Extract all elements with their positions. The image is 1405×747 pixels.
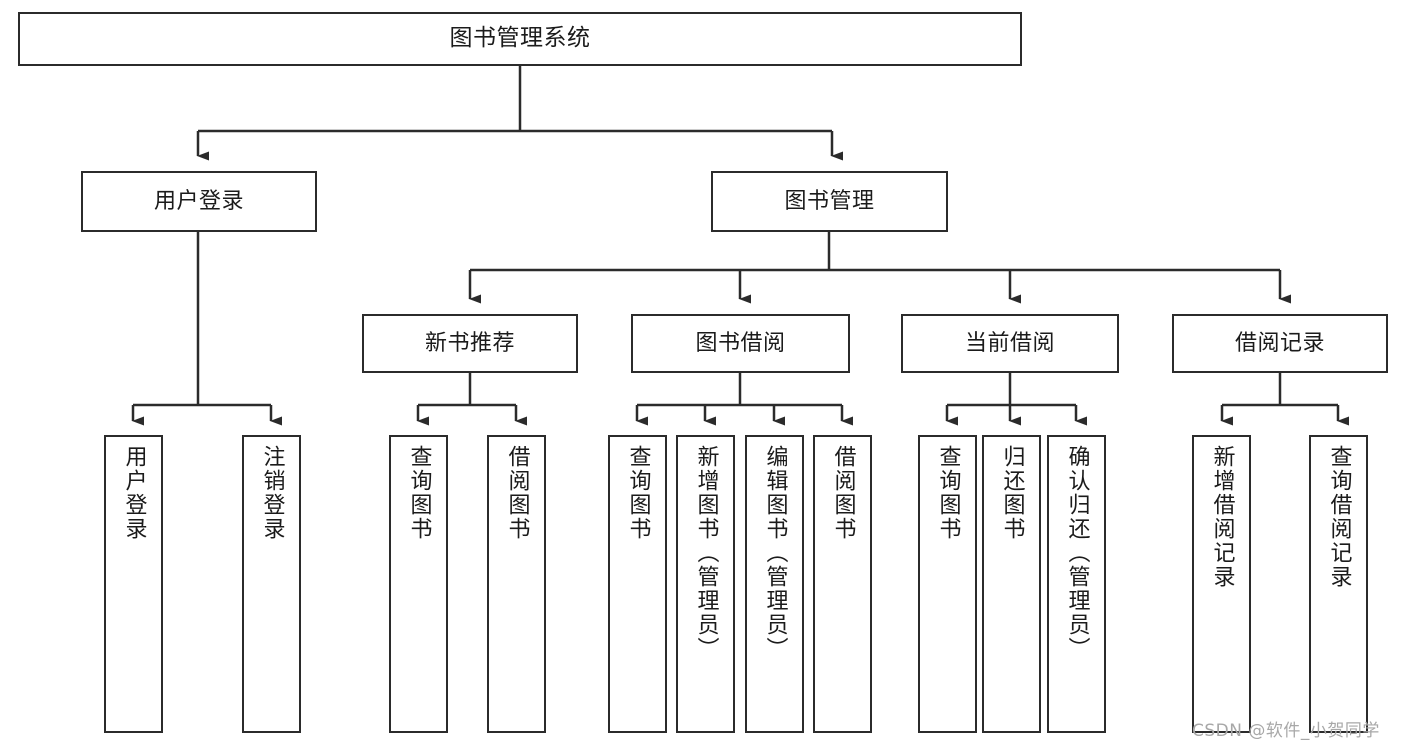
node-label: 新书推荐 <box>424 330 515 356</box>
node-root-system[interactable]: 图书管理系统 <box>18 12 1022 66</box>
node-user-login[interactable]: 用户登录 <box>81 171 317 232</box>
node-new-book-recommend[interactable]: 新书推荐 <box>362 314 578 373</box>
leaf-query-book-2[interactable]: 查询图书 <box>608 435 667 733</box>
node-label: 注销登录 <box>259 445 285 541</box>
node-label: 借阅图书 <box>830 445 856 541</box>
node-label: 确认归还（管理员） <box>1064 445 1090 661</box>
node-label: 归还图书 <box>999 445 1025 541</box>
node-label: 借阅记录 <box>1234 330 1325 356</box>
node-borrow-record[interactable]: 借阅记录 <box>1172 314 1388 373</box>
leaf-logout-login[interactable]: 注销登录 <box>242 435 301 733</box>
csdn-watermark: CSDN @软件_小贺同学 <box>1192 716 1380 741</box>
node-book-borrow[interactable]: 图书借阅 <box>631 314 850 373</box>
node-label: 图书借阅 <box>695 330 786 356</box>
node-label: 查询图书 <box>625 445 651 541</box>
node-label: 当前借阅 <box>964 330 1055 356</box>
node-label: 新增借阅记录 <box>1209 445 1235 589</box>
node-label: 用户登录 <box>153 188 244 214</box>
node-label: 查询图书 <box>935 445 961 541</box>
node-label: 查询借阅记录 <box>1326 445 1352 589</box>
leaf-confirm-return[interactable]: 确认归还（管理员） <box>1047 435 1106 733</box>
leaf-add-book[interactable]: 新增图书（管理员） <box>676 435 735 733</box>
leaf-add-record[interactable]: 新增借阅记录 <box>1192 435 1251 733</box>
leaf-query-book-1[interactable]: 查询图书 <box>389 435 448 733</box>
node-label: 用户登录 <box>121 445 147 541</box>
node-label: 查询图书 <box>406 445 432 541</box>
leaf-query-book-3[interactable]: 查询图书 <box>918 435 977 733</box>
leaf-user-login[interactable]: 用户登录 <box>104 435 163 733</box>
leaf-query-record[interactable]: 查询借阅记录 <box>1309 435 1368 733</box>
node-book-management[interactable]: 图书管理 <box>711 171 948 232</box>
node-label: 借阅图书 <box>504 445 530 541</box>
node-label: 图书管理 <box>784 188 875 214</box>
leaf-return-book[interactable]: 归还图书 <box>982 435 1041 733</box>
leaf-borrow-book-2[interactable]: 借阅图书 <box>813 435 872 733</box>
node-label: 新增图书（管理员） <box>693 445 719 661</box>
node-current-borrow[interactable]: 当前借阅 <box>901 314 1119 373</box>
node-label: 图书管理系统 <box>449 25 591 52</box>
leaf-borrow-book-1[interactable]: 借阅图书 <box>487 435 546 733</box>
node-label: 编辑图书（管理员） <box>762 445 788 661</box>
leaf-edit-book[interactable]: 编辑图书（管理员） <box>745 435 804 733</box>
watermark-text: CSDN @软件_小贺同学 <box>1192 721 1380 741</box>
